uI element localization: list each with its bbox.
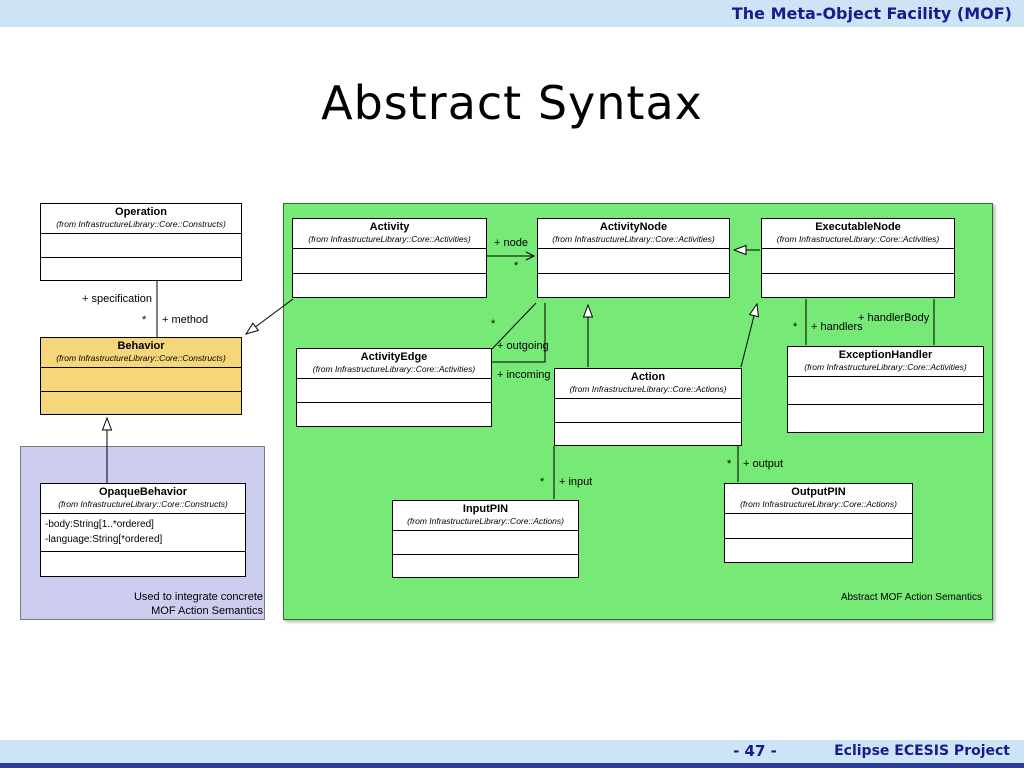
class-behavior-package: (from InfrastructureLibrary::Core::Const… xyxy=(56,353,226,363)
class-inputpin-package: (from InfrastructureLibrary::Core::Actio… xyxy=(407,516,564,526)
class-action-package: (from InfrastructureLibrary::Core::Actio… xyxy=(569,384,727,394)
attribute-language: -language:String[*ordered] xyxy=(45,534,163,545)
label-node: + node xyxy=(494,237,528,249)
label-outgoing: + outgoing xyxy=(497,340,549,352)
class-opaquebehavior-header: OpaqueBehavior (from InfrastructureLibra… xyxy=(41,484,245,513)
class-outputpin-title: OutputPIN xyxy=(791,486,846,498)
class-activitynode-header: ActivityNode (from InfrastructureLibrary… xyxy=(538,219,729,248)
class-activityedge-header: ActivityEdge (from InfrastructureLibrary… xyxy=(297,349,491,378)
class-activitynode: ActivityNode (from InfrastructureLibrary… xyxy=(537,218,730,298)
class-action-header: Action (from InfrastructureLibrary::Core… xyxy=(555,369,741,398)
class-opaquebehavior-package: (from InfrastructureLibrary::Core::Const… xyxy=(58,499,228,509)
slide-footer-bar xyxy=(0,740,1024,763)
class-exceptionhandler-operations-compartment xyxy=(788,404,983,432)
class-behavior-header: Behavior (from InfrastructureLibrary::Co… xyxy=(41,338,241,367)
purple-caption-line1: Used to integrate concrete xyxy=(133,591,263,603)
class-inputpin-operations-compartment xyxy=(393,553,578,578)
purple-panel-caption: Used to integrate concrete MOF Action Se… xyxy=(20,590,263,618)
class-activitynode-title: ActivityNode xyxy=(599,221,668,233)
class-operation-attributes-compartment xyxy=(41,233,241,257)
class-exceptionhandler-package: (from InfrastructureLibrary::Core::Activ… xyxy=(804,362,967,372)
class-outputpin-operations-compartment xyxy=(725,537,912,563)
class-action-attributes-compartment xyxy=(555,398,741,422)
purple-caption-line2: MOF Action Semantics xyxy=(151,605,263,617)
class-operation-title: Operation xyxy=(115,206,167,218)
class-exceptionhandler-title: ExceptionHandler xyxy=(838,349,933,361)
class-activitynode-package: (from InfrastructureLibrary::Core::Activ… xyxy=(552,234,715,244)
label-method: + method xyxy=(162,314,209,326)
class-opaquebehavior-operations-compartment xyxy=(41,551,245,576)
edge-activity-behavior-generalization xyxy=(244,298,294,335)
class-activity-operations-compartment xyxy=(293,272,486,298)
class-activity-header: Activity (from InfrastructureLibrary::Co… xyxy=(293,219,486,248)
label-handlers-multiplicity: * xyxy=(793,321,798,333)
label-input: + input xyxy=(559,476,593,488)
class-opaquebehavior: OpaqueBehavior (from InfrastructureLibra… xyxy=(40,483,246,577)
class-activityedge-operations-compartment xyxy=(297,402,491,426)
class-opaquebehavior-attributes-compartment: -body:String[1..*ordered] -language:Stri… xyxy=(41,513,245,551)
edge-outgoing xyxy=(491,302,537,350)
class-inputpin-title: InputPIN xyxy=(462,503,509,515)
class-outputpin-header: OutputPIN (from InfrastructureLibrary::C… xyxy=(725,484,912,513)
class-executablenode-title: ExecutableNode xyxy=(815,221,901,233)
presentation-title: The Meta-Object Facility (MOF) xyxy=(731,4,1012,23)
class-executablenode-header: ExecutableNode (from InfrastructureLibra… xyxy=(762,219,954,248)
project-name: Eclipse ECESIS Project xyxy=(834,743,1010,759)
class-operation-header: Operation (from InfrastructureLibrary::C… xyxy=(41,204,241,233)
label-output-multiplicity: * xyxy=(727,458,732,470)
class-behavior-attributes-compartment xyxy=(41,367,241,391)
edge-action-executablenode-generalization xyxy=(740,302,759,368)
label-incoming: + incoming xyxy=(497,369,551,381)
class-opaquebehavior-title: OpaqueBehavior xyxy=(98,486,188,498)
class-outputpin-attributes-compartment xyxy=(725,513,912,538)
label-outgoing-multiplicity: * xyxy=(491,318,496,330)
class-operation-operations-compartment xyxy=(41,256,241,281)
class-inputpin: InputPIN (from InfrastructureLibrary::Co… xyxy=(392,500,579,578)
class-executablenode-attributes-compartment xyxy=(762,248,954,273)
class-activity-title: Activity xyxy=(369,221,410,233)
class-inputpin-header: InputPIN (from InfrastructureLibrary::Co… xyxy=(393,501,578,530)
class-activity: Activity (from InfrastructureLibrary::Co… xyxy=(292,218,487,298)
class-activityedge-title: ActivityEdge xyxy=(360,351,428,363)
class-exceptionhandler-attributes-compartment xyxy=(788,376,983,404)
class-action-operations-compartment xyxy=(555,421,741,446)
class-exceptionhandler: ExceptionHandler (from InfrastructureLib… xyxy=(787,346,984,433)
class-activityedge-attributes-compartment xyxy=(297,378,491,402)
class-behavior-operations-compartment xyxy=(41,390,241,415)
edge-incoming xyxy=(492,303,546,363)
class-behavior-title: Behavior xyxy=(117,340,165,352)
class-outputpin: OutputPIN (from InfrastructureLibrary::C… xyxy=(724,483,913,563)
class-activityedge: ActivityEdge (from InfrastructureLibrary… xyxy=(296,348,492,427)
attribute-body: -body:String[1..*ordered] xyxy=(45,519,154,530)
label-specification: + specification xyxy=(81,293,152,305)
slide-header-bar: The Meta-Object Facility (MOF) xyxy=(0,0,1024,27)
class-action-title: Action xyxy=(630,371,666,383)
label-method-multiplicity: * xyxy=(142,314,147,326)
label-output: + output xyxy=(743,458,784,470)
class-executablenode-package: (from InfrastructureLibrary::Core::Activ… xyxy=(776,234,940,244)
class-action: Action (from InfrastructureLibrary::Core… xyxy=(554,368,742,446)
class-executablenode-operations-compartment xyxy=(762,272,954,298)
class-exceptionhandler-header: ExceptionHandler (from InfrastructureLib… xyxy=(788,347,983,376)
class-behavior: Behavior (from InfrastructureLibrary::Co… xyxy=(40,337,242,415)
label-handlerbody: + handlerBody xyxy=(858,312,930,324)
class-activitynode-operations-compartment xyxy=(538,272,729,298)
page-title: Abstract Syntax xyxy=(321,76,703,130)
class-inputpin-attributes-compartment xyxy=(393,530,578,554)
class-activityedge-package: (from InfrastructureLibrary::Core::Activ… xyxy=(312,364,476,374)
class-operation-package: (from InfrastructureLibrary::Core::Const… xyxy=(56,219,226,229)
class-activity-attributes-compartment xyxy=(293,248,486,273)
label-input-multiplicity: * xyxy=(540,476,545,488)
class-activitynode-attributes-compartment xyxy=(538,248,729,273)
class-activity-package: (from InfrastructureLibrary::Core::Activ… xyxy=(308,234,471,244)
class-outputpin-package: (from InfrastructureLibrary::Core::Actio… xyxy=(740,499,897,509)
page-number: - 47 - xyxy=(733,742,777,760)
label-node-multiplicity: * xyxy=(514,260,519,272)
class-executablenode: ExecutableNode (from InfrastructureLibra… xyxy=(761,218,955,298)
label-handlers: + handlers xyxy=(811,321,863,333)
green-panel-caption: Abstract MOF Action Semantics xyxy=(840,592,982,603)
class-operation: Operation (from InfrastructureLibrary::C… xyxy=(40,203,242,281)
slide-footer-strip xyxy=(0,763,1024,768)
